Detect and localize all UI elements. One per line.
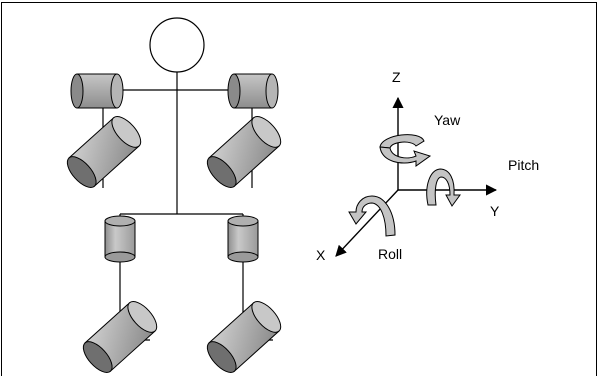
- yaw-label: Yaw: [434, 112, 461, 128]
- yaw-rotation-arrow: [379, 134, 432, 167]
- z-axis-label: Z: [392, 69, 401, 85]
- x-axis: [335, 189, 399, 257]
- pitch-label: Pitch: [508, 157, 539, 173]
- left-hip-joint: [104, 215, 136, 263]
- left-shoulder-joint: [70, 73, 124, 109]
- robot-figure: [66, 17, 282, 373]
- x-axis-label: X: [316, 247, 326, 263]
- roll-rotation-arrow: [348, 195, 396, 237]
- y-axis-label: Y: [490, 203, 500, 219]
- left-ankle-joint: [82, 301, 158, 373]
- right-ankle-joint: [206, 301, 282, 373]
- robot-head: [149, 17, 205, 73]
- right-shoulder-joint: [227, 73, 279, 109]
- right-elbow-joint: [206, 116, 282, 188]
- left-elbow-joint: [66, 116, 142, 188]
- pitch-rotation-arrow: [426, 168, 461, 207]
- coordinate-axes: Z Y X Yaw Pitch Roll: [316, 69, 539, 263]
- roll-label: Roll: [378, 246, 402, 262]
- right-hip-joint: [227, 215, 259, 263]
